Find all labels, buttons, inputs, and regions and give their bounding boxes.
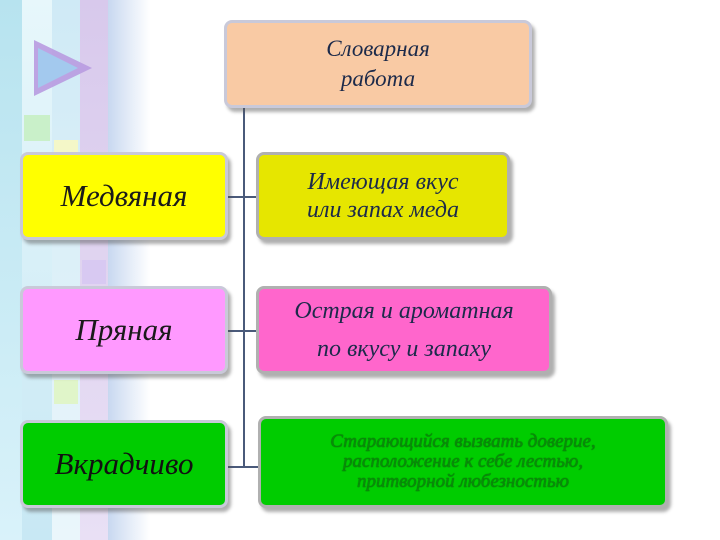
definition-box-1: Имеющая вкус или запах меда	[256, 152, 510, 240]
term-text-2: Пряная	[75, 312, 173, 347]
connector-branch-1	[228, 196, 256, 198]
definition-text-2: Острая и ароматная по вкусу и запаху	[294, 298, 514, 362]
triangle-decor-inner-icon	[38, 48, 78, 88]
definition-box-2: Острая и ароматная по вкусу и запаху	[256, 286, 552, 374]
term-text-1: Медвяная	[60, 178, 188, 213]
term-box-1: Медвяная	[20, 152, 228, 240]
connector-trunk	[243, 108, 245, 468]
term-text-3: Вкрадчиво	[54, 446, 194, 481]
term-box-3: Вкрадчиво	[20, 420, 228, 508]
term-box-2: Пряная	[20, 286, 228, 374]
connector-branch-3	[228, 466, 258, 468]
definition-text-1: Имеющая вкус или запах меда	[307, 169, 459, 223]
connector-branch-2	[228, 330, 256, 332]
definition-box-3: Старающийся вызвать доверие, расположени…	[258, 416, 668, 508]
title-box: Словарная работа	[224, 20, 532, 108]
definition-text-3: Старающийся вызвать доверие, расположени…	[330, 431, 596, 492]
title-text: Словарная работа	[326, 36, 430, 91]
